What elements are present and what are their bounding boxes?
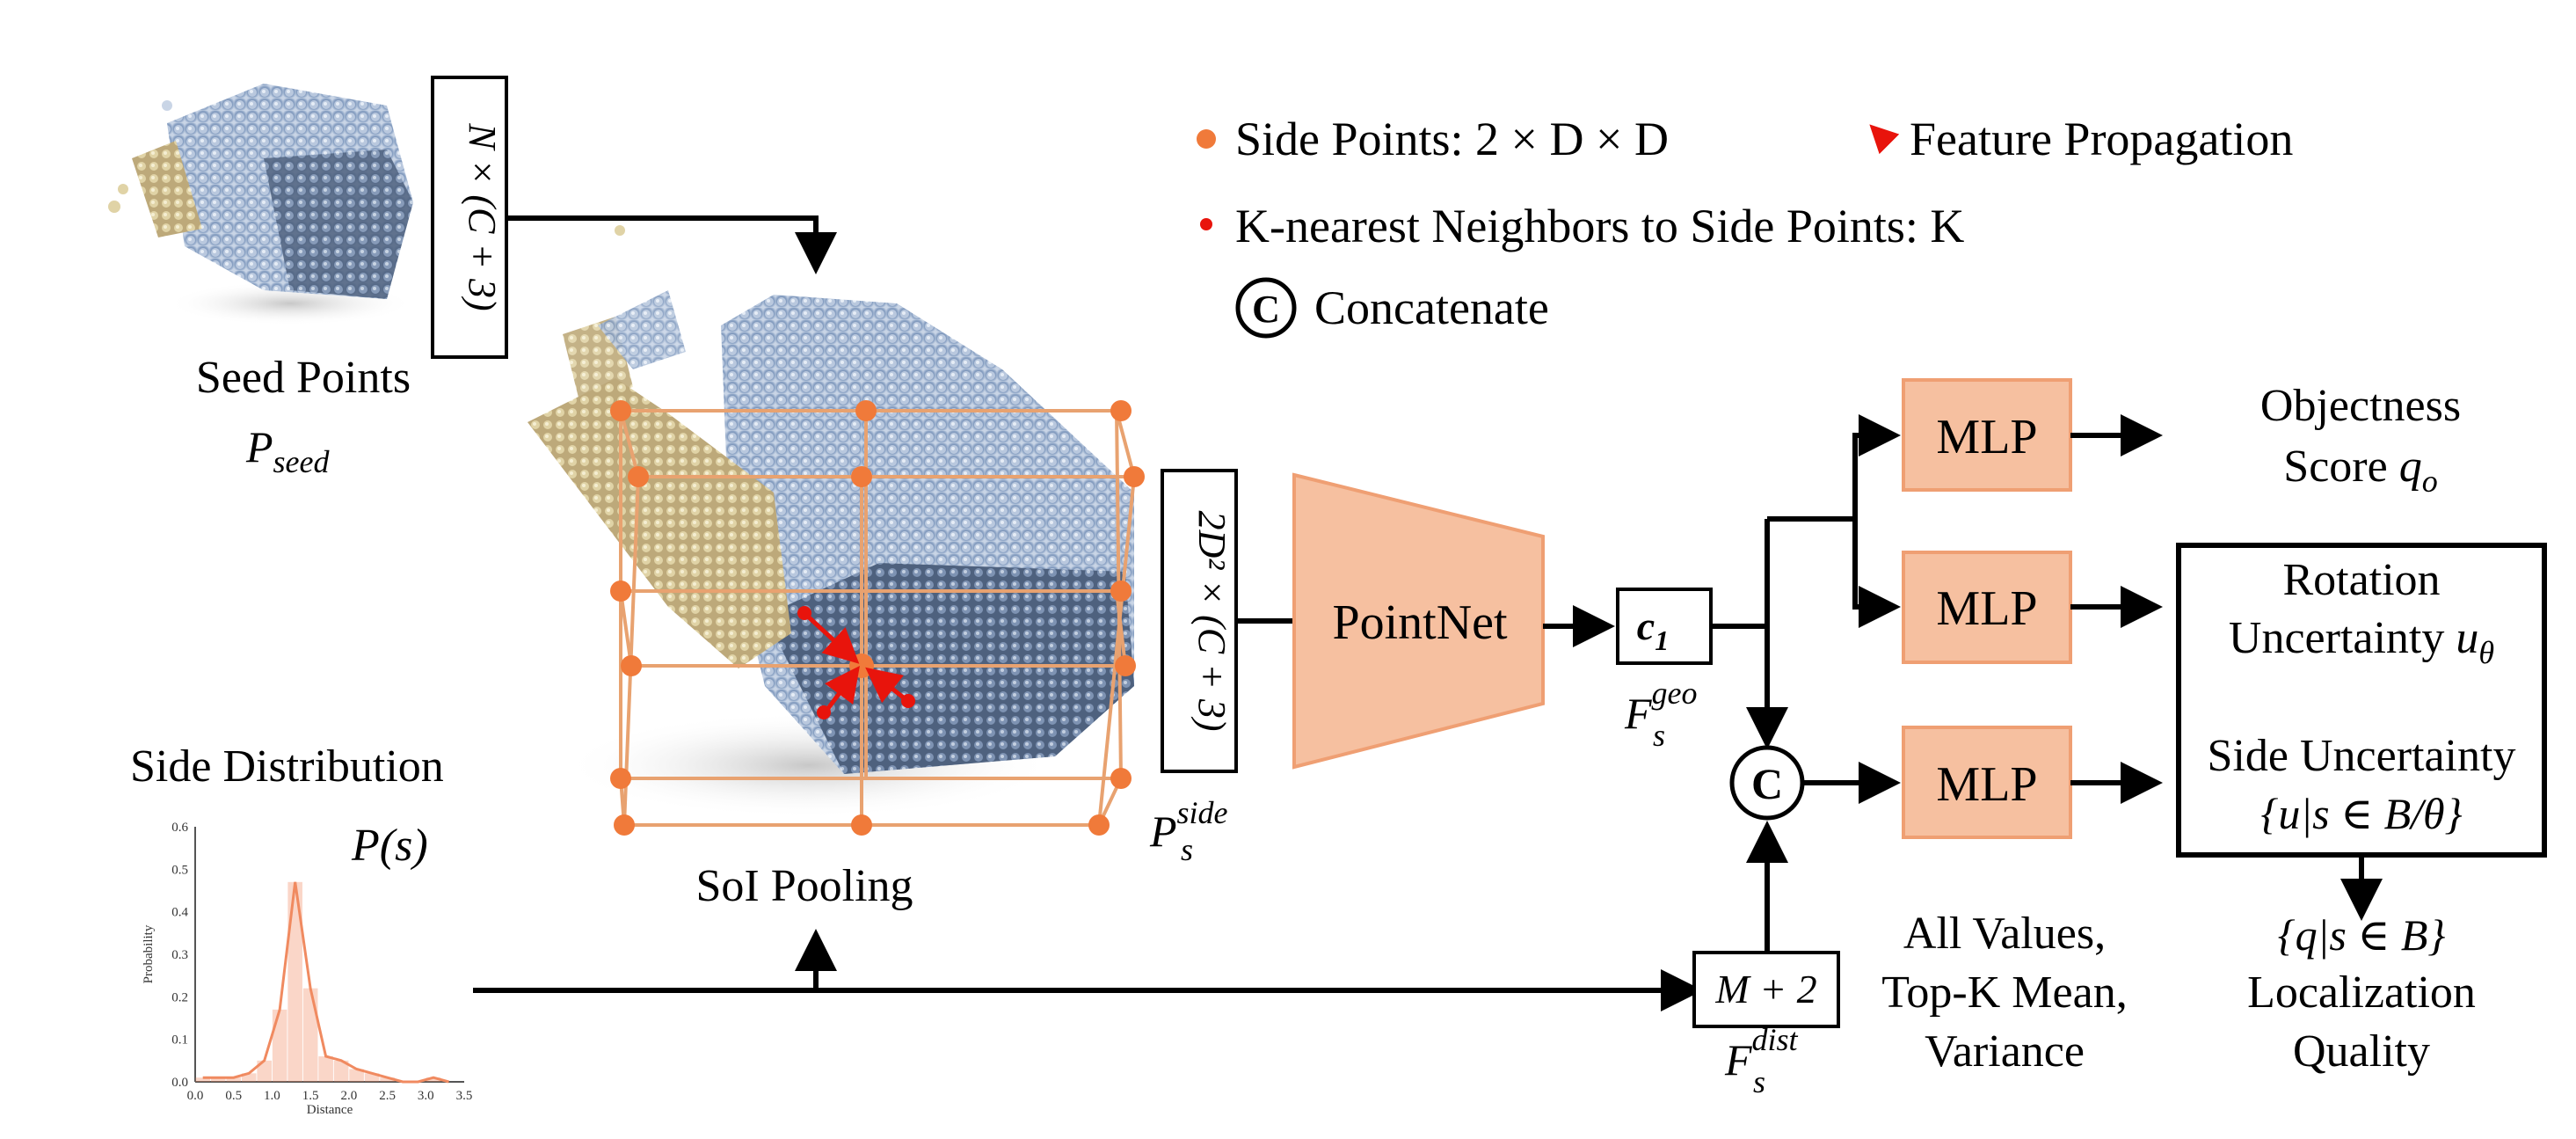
chart-bar — [333, 1060, 349, 1082]
localization-label: Localization — [2247, 967, 2476, 1018]
chart-bar — [272, 1009, 287, 1082]
seed-to-soi-arrow — [506, 215, 837, 274]
rotation-label: Rotation — [2282, 555, 2440, 605]
chart-bar — [241, 1073, 257, 1082]
objectness-score-label: Score qo — [2283, 442, 2437, 499]
feature-propagation-legend-marker — [1869, 124, 1900, 155]
chart-bar — [302, 988, 318, 1082]
chart-bar — [226, 1077, 242, 1082]
chart-bar — [257, 1060, 272, 1082]
seed-dim-box — [431, 76, 508, 359]
dist-stat-variance: Variance — [1925, 1026, 2085, 1077]
concatenate-node-label: C — [1751, 759, 1783, 808]
chart-ytick-label: 0.3 — [171, 948, 188, 962]
to-mlp1-arrow — [1852, 414, 1901, 519]
side-points — [610, 400, 1145, 836]
side-dim-box — [1161, 469, 1238, 773]
m2-label: M + 2 — [1714, 967, 1816, 1011]
chart-xtick-label: 1.0 — [264, 1089, 280, 1103]
uncertainty-box — [2176, 543, 2547, 858]
side-distribution-title: Side Distribution — [130, 741, 444, 792]
chart-xtick-label: 3.5 — [456, 1089, 473, 1103]
chart-ytick-label: 0.2 — [171, 990, 188, 1004]
seed-point-cloud-image — [108, 84, 625, 325]
pointnet-label: PointNet — [1332, 595, 1508, 650]
knn-legend-marker — [1200, 218, 1212, 230]
chart-bar — [364, 1073, 380, 1082]
chart-xtick-label: 2.5 — [379, 1089, 396, 1103]
pointnet-block — [1292, 472, 1545, 770]
concat-symbol: C — [1252, 288, 1280, 331]
chart-xlabel: Distance — [307, 1103, 353, 1117]
legend-knn: K-nearest Neighbors to Side Points: K — [1235, 200, 1964, 252]
chart-xtick-label: 1.5 — [302, 1089, 319, 1103]
chart-ytick-label: 0.5 — [171, 863, 188, 877]
mlp-block-1 — [1902, 378, 2072, 492]
chart-bar — [349, 1069, 364, 1082]
mlp-block-3 — [1902, 726, 2072, 839]
chart-ytick-label: 0.4 — [171, 906, 188, 920]
side-uncertainty-set: {u|s ∈ B/θ} — [2260, 789, 2462, 838]
legend-feature-propagation: Feature Propagation — [1910, 113, 2293, 165]
chart-density-line — [202, 881, 449, 1084]
chart-bar — [195, 1077, 211, 1082]
soi-point-cloud-image — [528, 290, 1134, 818]
soi-pooling-label: SoI Pooling — [695, 861, 913, 911]
to-mlp2-arrow — [1852, 519, 1901, 628]
chart-xtick-label: 3.0 — [418, 1089, 434, 1103]
mlp-label-2: MLP — [1936, 581, 2037, 636]
chart-bar — [318, 1056, 333, 1082]
side-dim-label: 2D² × (C + 3) — [1190, 510, 1233, 731]
seed-points-label: Seed Points — [196, 353, 411, 403]
chart-bar — [426, 1077, 441, 1082]
mlp-block-2 — [1902, 551, 2072, 664]
dist-stat-all-values: All Values, — [1903, 909, 2106, 959]
chart-ytick-label: 0.6 — [171, 821, 188, 835]
legend: Side Points: 2 × D × D Feature Propagati… — [1197, 113, 2293, 339]
side-distribution-chart: 0.0 0.1 0.2 0.3 0.4 0.5 0.6 0.0 0.5 1.0 1.5 2.0 2.5… — [142, 821, 472, 1117]
concatenate-legend-icon — [1235, 277, 1297, 339]
side-distribution-func: P(s) — [351, 821, 428, 871]
mlp-label-3: MLP — [1936, 757, 2037, 812]
dist-stat-topk: Top-K Mean, — [1881, 967, 2127, 1018]
chart-xtick-label: 0.5 — [225, 1089, 242, 1103]
chart-ytick-label: 0.1 — [171, 1033, 188, 1048]
chart-xtick-label: 0.0 — [187, 1089, 204, 1103]
quality-label: Quality — [2293, 1026, 2430, 1077]
legend-concatenate: Concatenate — [1314, 281, 1549, 334]
side-point-legend-marker — [1197, 129, 1216, 149]
seed-dim-label: N × (C + 3) — [461, 122, 504, 310]
chart-ytick-label: 0.0 — [171, 1076, 188, 1090]
side-uncertainty-label: Side Uncertainty — [2208, 731, 2516, 781]
seed-symbol: Pseed — [245, 422, 331, 479]
c1-label: c1 — [1637, 603, 1669, 656]
chart-bar — [380, 1077, 395, 1082]
rotation-uncertainty-label: Uncertainty uθ — [2229, 613, 2494, 670]
chart-xtick-label: 2.0 — [340, 1089, 357, 1103]
localization-set: {q|s ∈ B} — [2278, 910, 2446, 960]
chart-bar — [210, 1077, 226, 1082]
knn-feature-propagation — [797, 606, 915, 719]
chart-ylabel: Probability — [142, 924, 156, 983]
mlp-label-1: MLP — [1936, 410, 2037, 464]
objectness-label: Objectness — [2260, 381, 2461, 431]
legend-side-points: Side Points: 2 × D × D — [1235, 113, 1669, 165]
chart-bar — [287, 881, 302, 1082]
c1-box — [1616, 588, 1713, 665]
